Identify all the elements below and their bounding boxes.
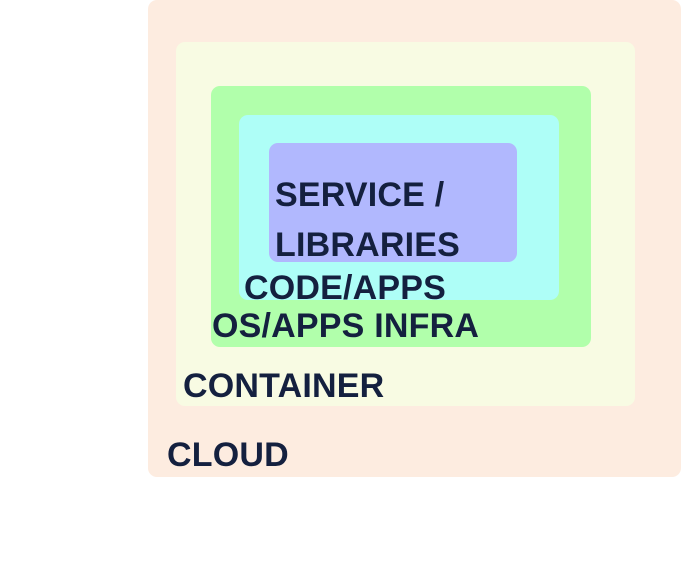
service-label-line1: SERVICE /	[275, 176, 445, 214]
service-libraries-layer	[269, 143, 517, 262]
code-apps-label: CODE/APPS	[244, 269, 447, 307]
os-apps-infra-label: OS/APPS INFRA	[212, 307, 480, 345]
service-label-line2: LIBRARIES	[275, 226, 461, 264]
service-libraries-label: SERVICE / LIBRARIES	[275, 170, 515, 270]
cloud-label: CLOUD	[167, 436, 289, 474]
container-label: CONTAINER	[183, 367, 385, 405]
